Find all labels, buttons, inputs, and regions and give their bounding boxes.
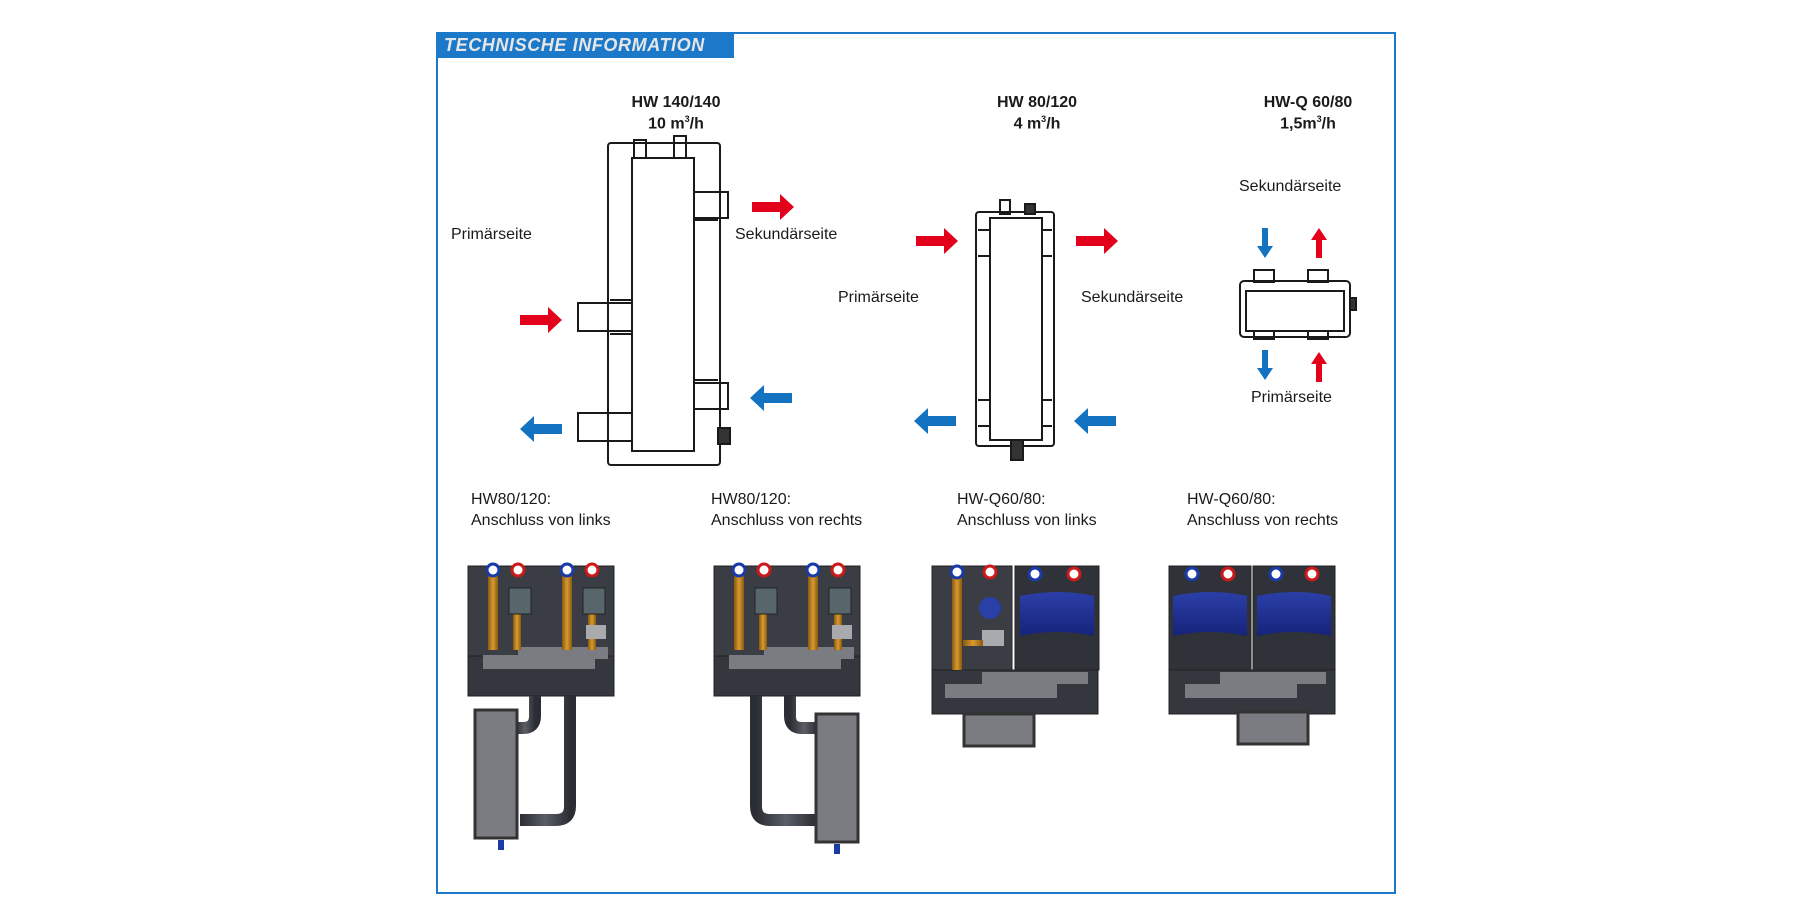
- thermometer-cold-icon: [1184, 566, 1200, 582]
- caption-install-2: HW80/120: Anschluss von rechts: [711, 491, 863, 529]
- hw140-top-port-1: [633, 139, 647, 159]
- model-flow: 1,5m3/h: [1280, 114, 1336, 133]
- pump-icon: [754, 587, 778, 615]
- secondary-label-hw140: Sekundärseite: [735, 226, 838, 243]
- model-title-hw140: HW 140/140 10 m3/h: [576, 95, 776, 132]
- model-title-hwq: HW-Q 60/80 1,5m3/h: [1208, 95, 1408, 132]
- thermometer-cold-icon: [485, 562, 501, 578]
- model-flow: 4 m3/h: [1013, 114, 1061, 133]
- thermometer-hot-icon: [830, 562, 846, 578]
- cold-arrow-down-icon: [1257, 350, 1273, 380]
- heat-exchanger-icon: [962, 712, 1036, 748]
- hw80-diagram: [975, 199, 1055, 461]
- model-name: HW 140/140: [631, 94, 721, 111]
- primary-label-hw140: Primärseite: [451, 226, 532, 243]
- hot-arrow-right-icon: [916, 228, 958, 254]
- secondary-label-hw80: Sekundärseite: [1081, 289, 1184, 306]
- primary-label-hwq: Primärseite: [1251, 389, 1332, 406]
- section-header: TECHNISCHE INFORMATION: [436, 32, 734, 58]
- thermometer-cold-icon: [805, 562, 821, 578]
- hw140-drain-valve: [717, 427, 731, 445]
- cold-arrow-left-icon: [520, 416, 562, 442]
- pump-icon: [979, 597, 1001, 619]
- thermometer-cold-icon: [949, 564, 965, 580]
- pump-icon: [508, 587, 532, 615]
- hw140-port-primary-out: [577, 412, 633, 442]
- cold-arrow-left-icon: [1074, 408, 1116, 434]
- heat-exchanger-icon: [1236, 710, 1310, 746]
- caption-install-1: HW80/120: Anschluss von links: [471, 491, 611, 529]
- hot-arrow-right-icon: [520, 307, 562, 333]
- install-3-rendering: [931, 564, 1100, 748]
- primary-label-hw80: Primärseite: [838, 289, 919, 306]
- thermometer-cold-icon: [1027, 566, 1043, 582]
- caption-install-4: HW-Q60/80: Anschluss von rechts: [1187, 491, 1339, 529]
- thermometer-cold-icon: [1268, 566, 1284, 582]
- hw140-port-primary-in: [577, 302, 633, 332]
- cold-arrow-left-icon: [914, 408, 956, 434]
- hot-arrow-right-icon: [1076, 228, 1118, 254]
- info-frame: [436, 32, 1396, 894]
- heat-exchanger-icon: [814, 712, 860, 844]
- pump-icon: [828, 587, 852, 615]
- install-4-rendering: [1168, 565, 1336, 746]
- hot-arrow-up-icon: [1311, 352, 1327, 382]
- thermometer-hot-icon: [1066, 566, 1082, 582]
- hot-arrow-up-icon: [1311, 228, 1327, 258]
- thermometer-cold-icon: [559, 562, 575, 578]
- model-title-hw80: HW 80/120 4 m3/h: [937, 95, 1137, 132]
- thermometer-cold-icon: [731, 562, 747, 578]
- thermometer-hot-icon: [756, 562, 772, 578]
- mixing-valve-icon: [586, 625, 606, 639]
- hw140-top-port-2: [673, 135, 687, 159]
- cold-arrow-down-icon: [1257, 228, 1273, 258]
- install-1-rendering: [467, 562, 615, 850]
- hot-arrow-right-icon: [752, 194, 794, 220]
- mixing-valve-icon: [982, 630, 1004, 646]
- caption-install-3: HW-Q60/80: Anschluss von links: [957, 491, 1097, 529]
- hw140-port-secondary-in: [693, 382, 729, 410]
- mixing-valve-icon: [832, 625, 852, 639]
- hwq-diagram: [1239, 269, 1357, 340]
- thermometer-hot-icon: [584, 562, 600, 578]
- pump-icon: [582, 587, 606, 615]
- thermometer-hot-icon: [1304, 566, 1320, 582]
- secondary-label-hwq: Sekundärseite: [1239, 178, 1342, 195]
- heat-exchanger-icon: [473, 708, 519, 840]
- thermometer-hot-icon: [510, 562, 526, 578]
- hw140-port-secondary-out: [693, 191, 729, 219]
- install-2-rendering: [713, 562, 861, 854]
- model-name: HW 80/120: [996, 94, 1078, 111]
- thermometer-hot-icon: [982, 564, 998, 580]
- model-name: HW-Q 60/80: [1263, 94, 1353, 111]
- model-flow: 10 m3/h: [648, 114, 704, 133]
- cold-arrow-left-icon: [750, 385, 792, 411]
- thermometer-hot-icon: [1220, 566, 1236, 582]
